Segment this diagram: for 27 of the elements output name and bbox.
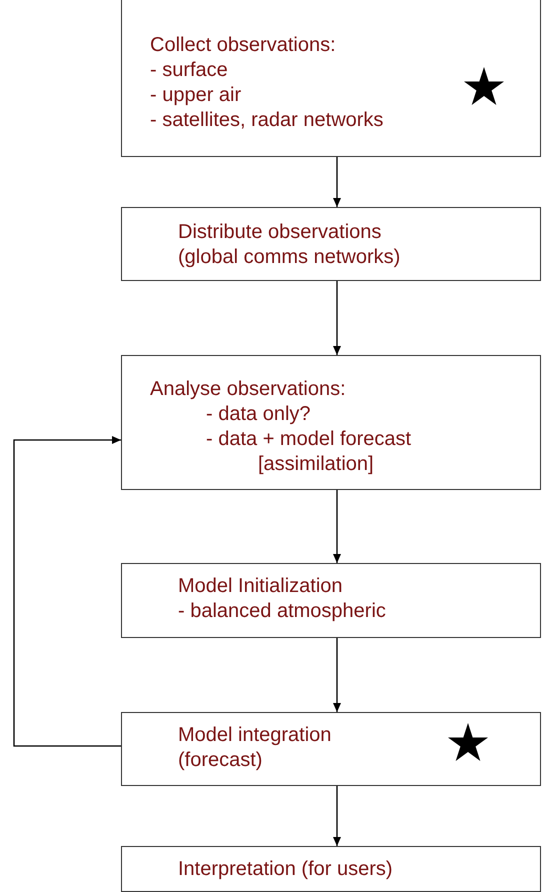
box-text: - data + model forecast <box>206 427 412 452</box>
box-text: - upper air <box>150 83 242 108</box>
arrow <box>333 281 341 355</box>
process-box <box>121 0 541 157</box>
arrow <box>333 490 341 563</box>
box-text: - satellites, radar networks <box>150 108 384 133</box>
box-text: Analyse observations: <box>150 377 346 402</box>
box-text: Model Initialization <box>178 574 343 599</box>
box-text: Interpretation (for users) <box>178 857 393 882</box>
box-text: - balanced atmospheric <box>178 599 386 624</box>
box-text: - data only? <box>206 402 311 427</box>
arrow <box>333 786 341 846</box>
arrow <box>333 638 341 712</box>
box-text: (forecast) <box>178 748 262 773</box>
arrow <box>333 157 341 207</box>
box-text: [assimilation] <box>258 452 374 477</box>
process-box <box>121 207 541 281</box>
arrow <box>13 436 121 747</box>
process-box <box>121 563 541 638</box>
process-box <box>121 355 541 490</box>
process-box <box>121 712 541 786</box>
box-text: (global comms networks) <box>178 245 400 270</box>
box-text: Collect observations: <box>150 33 336 58</box>
box-text: Model integration <box>178 723 332 748</box>
box-text: Distribute observations <box>178 220 382 245</box>
box-text: - surface <box>150 58 228 83</box>
process-box <box>121 846 541 892</box>
